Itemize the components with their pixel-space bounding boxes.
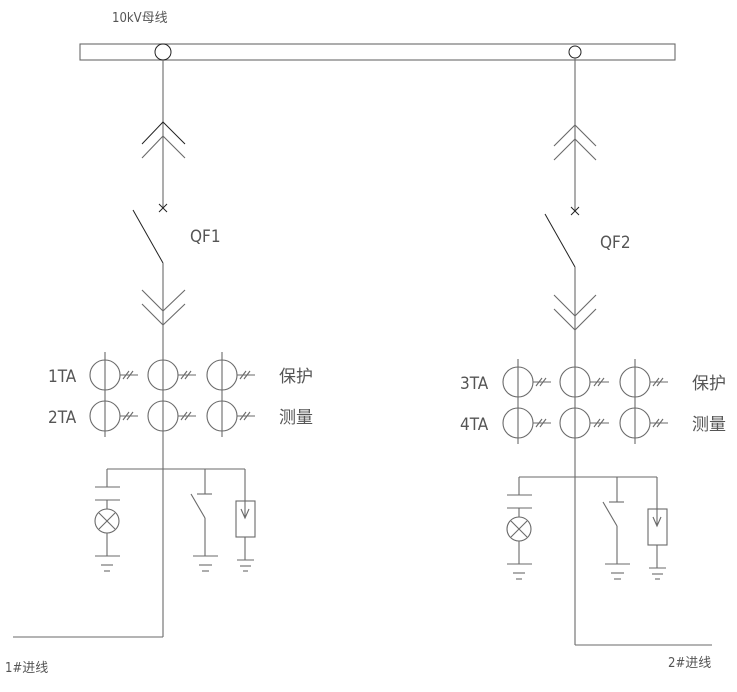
surge-arrester-icon <box>235 469 256 572</box>
ct-label-bottom: 2TA <box>48 408 77 428</box>
surge-arrester-icon <box>647 477 668 580</box>
incoming-label: 2#进线 <box>668 656 711 671</box>
capacitor-indicator-lamp-icon <box>94 469 120 572</box>
breaker-x-icon <box>158 203 168 213</box>
current-transformers <box>502 359 668 444</box>
bus-connection-node <box>568 45 582 59</box>
breaker-label: QF2 <box>600 233 631 253</box>
disconnect-plug-lower-icon <box>553 294 597 331</box>
ct-label-top: 1TA <box>48 367 77 387</box>
busbar-label: 10kV母线 <box>112 11 168 26</box>
disconnect-plug-lower-icon <box>141 289 186 326</box>
ct-use-measurement: 测量 <box>279 408 313 428</box>
breaker-x-icon <box>570 206 580 216</box>
bus-connection-node <box>154 43 172 61</box>
ct-label-top: 3TA <box>460 374 489 394</box>
ct-label-bottom: 4TA <box>460 415 489 435</box>
capacitor-indicator-lamp-icon <box>506 477 532 580</box>
incoming-label: 1#进线 <box>5 661 48 676</box>
disconnect-plug-upper-icon <box>141 121 186 159</box>
ct-use-protection: 保护 <box>279 367 313 387</box>
feeder-1: QF1 1#进线 1TA 2TA 保护 测量 <box>5 43 313 676</box>
current-transformers <box>89 352 255 437</box>
breaker-blade <box>132 209 164 264</box>
disconnect-plug-upper-icon <box>553 124 597 161</box>
ct-use-protection: 保护 <box>692 374 726 394</box>
feeder-2: QF2 2#进线 3TA 4TA 保护 测量 <box>460 45 726 671</box>
ct-use-measurement: 测量 <box>692 415 726 435</box>
earthing-switch-icon <box>190 469 218 572</box>
earthing-switch-icon <box>602 477 630 580</box>
breaker-blade <box>544 213 576 268</box>
busbar-10kv <box>79 43 676 61</box>
breaker-label: QF1 <box>190 227 221 247</box>
